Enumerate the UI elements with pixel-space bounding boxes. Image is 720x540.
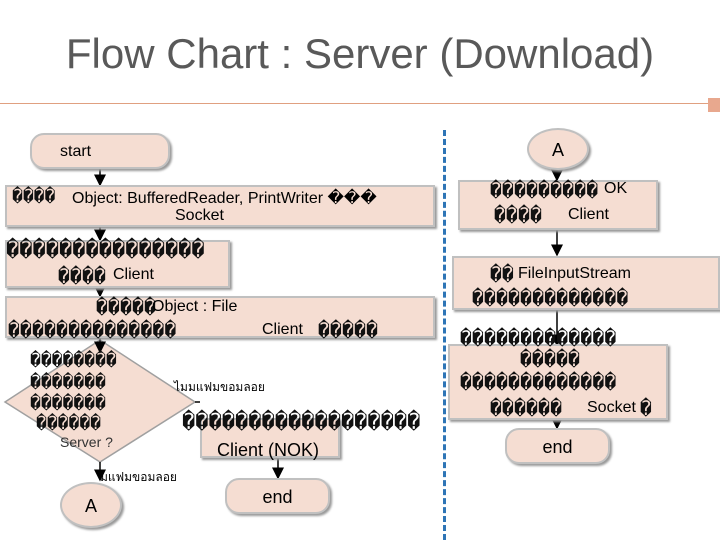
send-file-line1: ������������� [460, 326, 617, 350]
decision-line3: ������� [30, 393, 106, 414]
send-file-socket: Socket [587, 399, 636, 416]
file-object-box [5, 296, 435, 338]
receive-request-prefix: ���� [58, 264, 107, 288]
not-found-label: Client (NOK) [217, 440, 320, 460]
start-terminal: start [30, 133, 170, 169]
slide-title: Flow Chart : Server (Download) [65, 30, 655, 77]
title-rule [0, 103, 708, 104]
receive-request-line1: ��������������� [6, 238, 205, 263]
decision-no-thai: ไมมแฟมขอมลอย [174, 380, 265, 394]
send-ok-client: Client [568, 206, 609, 223]
not-found-prefix: ������������������ [182, 410, 421, 435]
not-found-box [200, 418, 340, 458]
fileinputstream-text: FileInputStream [518, 265, 631, 282]
start-label: start [60, 143, 92, 160]
end-right-label: end [542, 437, 573, 457]
connector-a-right-label: A [551, 140, 564, 160]
create-objects-prefix: ���� [12, 186, 56, 207]
connector-a-left-label: A [84, 496, 97, 516]
fileinputstream-line2: ������������� [472, 286, 629, 310]
file-object-prefix: ����� [96, 295, 157, 319]
file-object-line2c: ����� [318, 318, 379, 342]
create-objects-text: Object: BufferedReader, PrintWriter ��� [72, 190, 377, 207]
file-object-text: Object : File [152, 298, 238, 315]
send-ok-ok: OK [604, 180, 628, 197]
create-objects-box [5, 185, 435, 227]
send-ok-line2a: ���� [494, 203, 543, 227]
fileinputstream-prefix: �� [490, 262, 515, 286]
connector-a-right: A [527, 128, 589, 170]
decision-line1: �������� [30, 350, 117, 371]
send-file-line3: ������������� [460, 370, 617, 394]
column-divider [443, 130, 446, 540]
send-file-line2: ����� [520, 347, 581, 371]
file-object-client: Client [262, 321, 303, 338]
decision-line2: ������� [30, 372, 106, 393]
receive-request-box [5, 240, 230, 288]
create-objects-socket: Socket [175, 207, 224, 224]
connector-a-left: A [60, 482, 122, 528]
send-file-line4b: � [640, 396, 653, 420]
file-object-line2a: �������������� [8, 318, 177, 342]
fileinputstream-box [452, 256, 720, 310]
end-terminal-right: end [505, 428, 610, 464]
decision-server: Server ? [60, 434, 113, 450]
send-ok-line1a: ��������� [490, 178, 599, 202]
send-file-line4a: ������ [490, 396, 563, 420]
end-left-label: end [262, 487, 293, 507]
receive-request-client: Client [113, 266, 154, 283]
send-file-box [448, 344, 668, 420]
end-terminal-left: end [225, 478, 330, 514]
decision-line4: ������ [36, 413, 102, 434]
decision-yes-thai: มแฟมขอมลอย [100, 470, 177, 484]
send-ok-box [458, 180, 658, 230]
accent-square [708, 98, 720, 112]
